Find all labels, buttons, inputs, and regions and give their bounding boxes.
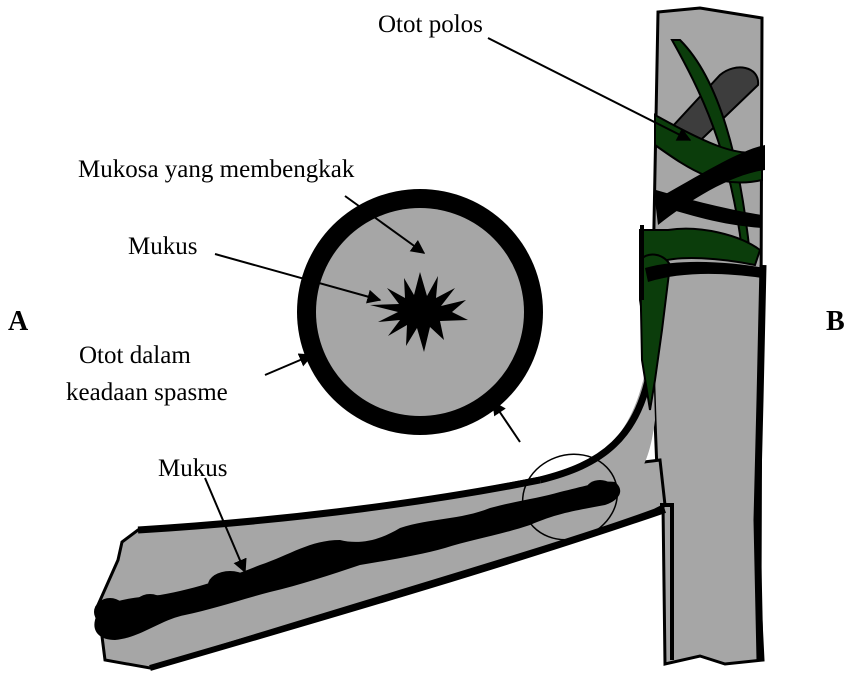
mucus-plug-blob-1 (94, 598, 126, 626)
label-spasm-line1: Otot dalam (79, 342, 191, 369)
mucus-plug-blob-4 (305, 543, 345, 567)
leader-spasm (265, 355, 312, 375)
cross-section (297, 189, 543, 435)
panel-label-a: A (8, 306, 29, 337)
label-mucus-cross-section: Mukus (128, 233, 197, 260)
mucus-plug-blob-5 (586, 480, 614, 500)
label-mucus-airway: Mukus (158, 455, 227, 482)
mucus-plug-blob-2 (132, 594, 168, 626)
label-spasm-line2: keadaan spasme (66, 379, 228, 406)
panel-label-b: B (826, 306, 845, 337)
label-smooth-muscle: Otot polos (378, 11, 483, 38)
mucus-plug-blob-3 (208, 571, 252, 599)
leader-section-marker (493, 402, 520, 442)
label-swollen-mucosa: Mukosa yang membengkak (78, 156, 355, 183)
